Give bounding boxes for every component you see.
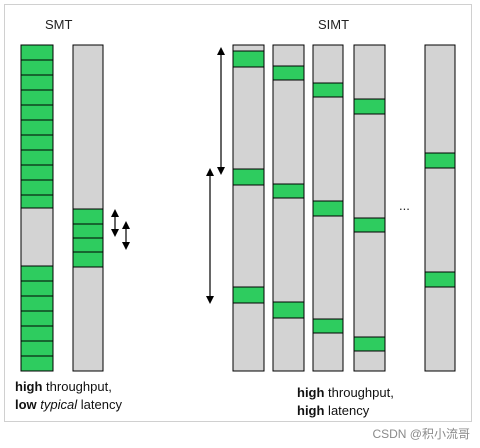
smt-active-cells-top <box>20 44 54 209</box>
ellipsis-label: ... <box>399 198 410 213</box>
simt-thread-bar-5 <box>424 44 456 372</box>
simt-thread-bar-4 <box>353 44 386 372</box>
smt-caption: high throughput, low typical latency <box>15 378 122 414</box>
simt-thread-bar-3 <box>312 44 344 372</box>
smt-latency-arrows <box>111 209 130 250</box>
smt-thread-bar-1 <box>20 44 54 372</box>
smt-active-cells-bottom <box>20 265 54 372</box>
simt-caption-line-2: high latency <box>297 403 370 418</box>
simt-thread-bar-1 <box>232 44 265 372</box>
smt-title: SMT <box>45 17 73 32</box>
smt-caption-line-1: high throughput, <box>15 379 112 394</box>
simt-thread-bar-2 <box>272 44 305 372</box>
smt-caption-line-2: low typical latency <box>15 397 122 412</box>
simt-caption: high throughput, high latency <box>297 384 394 420</box>
watermark-text: CSDN @积小流哥 <box>372 427 470 441</box>
simt-title: SIMT <box>318 17 350 32</box>
smt-thread-bar-2 <box>72 44 104 372</box>
simt-caption-line-1: high throughput, <box>297 385 394 400</box>
simt-latency-arrows <box>206 47 225 304</box>
